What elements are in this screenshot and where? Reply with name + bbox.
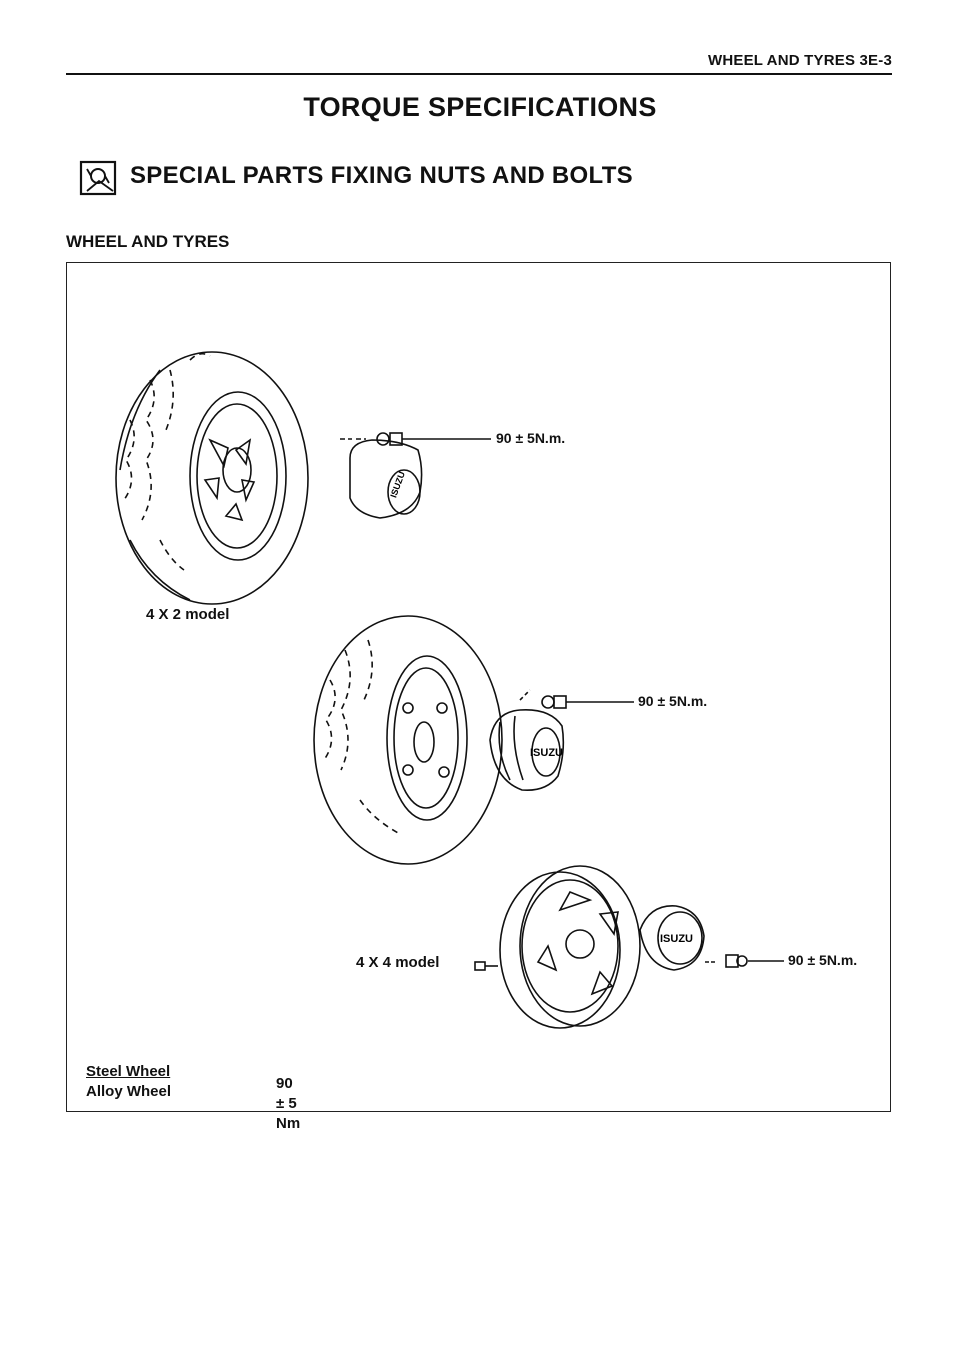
torque-spec-block: Steel Wheel Alloy Wheel 90 ± 5 Nm — [86, 1062, 300, 1132]
torque-callout-4x4-alloy: 90 ± 5N.m. — [788, 952, 858, 968]
wrench-torque-icon — [79, 160, 117, 196]
alloy-wheel-label: Alloy Wheel — [86, 1083, 172, 1100]
torque-callout-4x2: 90 ± 5N.m. — [496, 430, 566, 446]
model-4x4-label: 4 X 4 model — [356, 954, 440, 971]
torque-callout-4x4-steel: 90 ± 5N.m. — [638, 693, 708, 709]
figure-frame — [66, 262, 891, 1112]
steel-wheel-label: Steel Wheel — [86, 1063, 171, 1080]
section-heading: SPECIAL PARTS FIXING NUTS AND BOLTS — [130, 162, 633, 189]
model-4x2-label: 4 X 2 model — [146, 606, 230, 623]
running-title: WHEEL AND TYRES 3E-3 — [707, 52, 892, 69]
header-rule — [66, 73, 892, 75]
page-title: TORQUE SPECIFICATIONS — [303, 92, 657, 122]
torque-value: 90 ± 5 Nm — [276, 1075, 301, 1132]
subheading: WHEEL AND TYRES — [66, 232, 230, 251]
